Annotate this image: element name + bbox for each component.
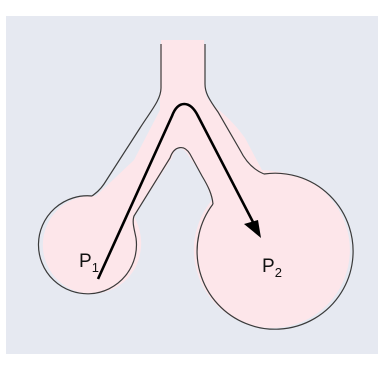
trachea-opening: [161, 40, 204, 46]
airflow-arrow: [96, 102, 256, 280]
vessel-outline-right: [204, 44, 265, 175]
vessel-outline-fork: [132, 147, 214, 239]
pressure-label-p1: P1: [79, 251, 99, 275]
large-alveolus-outline: [196, 172, 354, 330]
airflow-arrowhead: [244, 220, 261, 238]
vessel-outline-left: [91, 44, 162, 197]
small-alveolus-outline: [37, 195, 138, 295]
pressure-label-p2: P2: [262, 256, 282, 280]
vessel-body: [42, 44, 350, 329]
